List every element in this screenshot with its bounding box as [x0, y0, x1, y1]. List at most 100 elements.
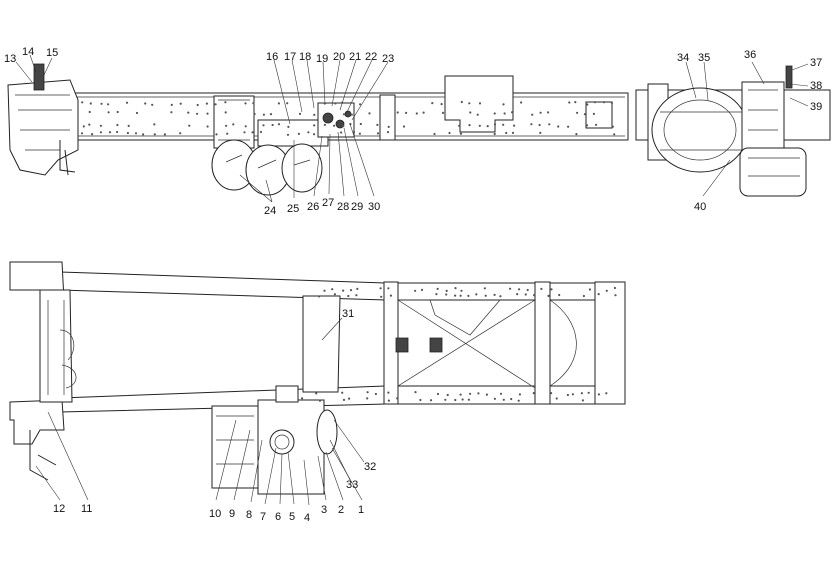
- bolt-hole: [539, 111, 542, 114]
- bolt-hole: [116, 130, 119, 134]
- callout-32-label: 32: [364, 461, 376, 473]
- bolt-hole: [376, 132, 380, 135]
- callout-35-label: 35: [698, 52, 710, 64]
- bolt-hole: [187, 111, 190, 114]
- bolt-hole: [436, 392, 440, 396]
- callout-13: 13: [4, 53, 33, 83]
- bolt-hole: [550, 288, 553, 291]
- callout-7-label: 7: [260, 511, 266, 523]
- callout-30: 30: [349, 123, 380, 213]
- bolt-hole: [459, 132, 463, 135]
- bolt-hole: [251, 131, 254, 134]
- bolt-hole: [243, 131, 246, 134]
- callout-15: 15: [43, 47, 58, 76]
- callout-3-label: 3: [321, 504, 327, 516]
- bolt-hole: [478, 124, 481, 127]
- bolt-hole: [286, 133, 290, 136]
- bolt-hole: [170, 103, 173, 106]
- bolt-hole: [253, 112, 256, 116]
- callout-33-label: 33: [346, 479, 358, 491]
- callout-16-label: 16: [266, 51, 278, 63]
- bolt-hole: [262, 113, 265, 116]
- bolt-hole: [359, 103, 362, 106]
- callout-36-label: 36: [744, 49, 756, 61]
- callout-9-label: 9: [229, 508, 235, 520]
- bolt-hole: [478, 102, 482, 105]
- bolt-hole: [297, 132, 300, 135]
- bolt-hole: [593, 101, 597, 104]
- bolt-hole: [349, 122, 352, 126]
- callout-4: 4: [303, 459, 310, 524]
- bolt-hole: [517, 399, 520, 402]
- callout-5-label: 5: [289, 511, 295, 523]
- bolt-hole: [342, 398, 346, 401]
- bolt-hole: [509, 287, 512, 290]
- callout-25-label: 25: [287, 203, 299, 215]
- bolt-hole: [459, 294, 462, 297]
- callout-14: 14: [22, 46, 37, 73]
- bolt-hole: [567, 125, 570, 128]
- bolt-hole: [454, 294, 457, 297]
- bolt-hole: [505, 131, 508, 135]
- bolt-hole: [441, 111, 445, 114]
- bolt-hole: [170, 111, 173, 114]
- callout-24-label: 24: [264, 205, 276, 217]
- bolt-hole: [548, 123, 551, 126]
- callout-14-label: 14: [22, 46, 34, 58]
- bolt-hole: [540, 287, 543, 290]
- bolt-hole: [107, 111, 110, 114]
- bolt-hole: [387, 287, 390, 290]
- bolt-hole: [460, 100, 463, 104]
- bolt-hole: [387, 125, 390, 128]
- bolt-hole: [271, 123, 274, 127]
- bolt-hole: [116, 110, 119, 114]
- bolt-hole: [80, 132, 84, 135]
- rear-view-frame: [635, 65, 831, 197]
- bolt-hole: [333, 293, 336, 296]
- callout-26-label: 26: [307, 201, 319, 213]
- callout-9: 9: [229, 429, 251, 520]
- bolt-hole: [518, 393, 522, 396]
- bolt-hole: [313, 124, 316, 127]
- callout-8-label: 8: [246, 509, 252, 521]
- bolt-hole: [454, 398, 457, 402]
- bolt-hole: [286, 102, 289, 105]
- bolt-hole: [581, 399, 585, 402]
- bolt-hole: [526, 288, 529, 292]
- callout-31: 31: [321, 308, 354, 341]
- bolt-hole: [298, 112, 302, 115]
- bolt-hole: [539, 131, 542, 134]
- bolt-hole: [574, 101, 577, 104]
- bolt-hole: [205, 102, 208, 105]
- bolt-hole: [126, 131, 129, 135]
- bolt-hole: [287, 125, 290, 128]
- callout-20-label: 20: [333, 51, 345, 63]
- bolt-hole: [342, 289, 345, 292]
- bolt-hole: [89, 102, 92, 105]
- callout-2: 2: [325, 451, 344, 516]
- callout-17: 17: [284, 51, 303, 113]
- callout-1: 1: [331, 447, 364, 516]
- bolt-hole: [396, 397, 399, 400]
- callout-4-label: 4: [304, 512, 310, 524]
- callout-11: 11: [47, 411, 92, 515]
- bolt-hole: [586, 103, 589, 106]
- bolt-hole: [485, 393, 488, 396]
- bolt-hole: [318, 295, 321, 298]
- bolt-hole: [341, 391, 344, 394]
- callout-35: 35: [698, 52, 710, 101]
- bolt-hole: [376, 123, 379, 126]
- bolt-hole: [595, 123, 598, 126]
- bolt-hole: [396, 111, 399, 114]
- callout-21: 21: [339, 51, 361, 111]
- bolt-hole: [206, 112, 209, 115]
- bolt-hole: [613, 133, 616, 136]
- bolt-hole: [475, 293, 478, 296]
- bolt-hole: [81, 101, 84, 104]
- bolt-hole: [259, 130, 263, 134]
- bolt-hole: [125, 101, 129, 104]
- callout-18: 18: [299, 51, 315, 109]
- bolt-hole: [179, 132, 182, 135]
- callout-8: 8: [246, 439, 263, 521]
- bolt-hole: [374, 392, 377, 396]
